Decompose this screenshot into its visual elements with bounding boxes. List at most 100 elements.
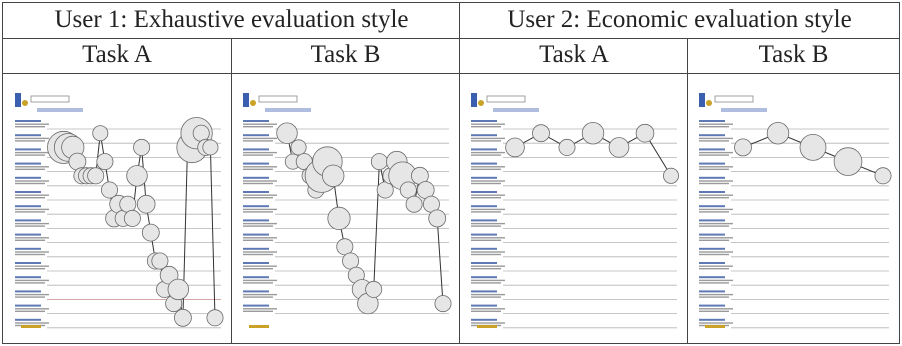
result-title-snippet <box>15 191 41 193</box>
result-body-snippet <box>15 182 45 185</box>
gaze-node <box>370 153 388 171</box>
result-body-snippet <box>15 293 49 296</box>
gaze-node <box>505 137 525 158</box>
result-body-snippet <box>699 222 733 225</box>
result-title-snippet <box>471 219 497 222</box>
result-body-snippet <box>699 211 729 213</box>
result-body-snippet <box>699 180 733 182</box>
result-title-snippet <box>15 219 41 222</box>
result-body-snippet <box>243 222 277 225</box>
result-body-snippet <box>243 308 277 310</box>
gaze-node <box>126 165 148 187</box>
gaze-node <box>173 308 192 327</box>
gaze-node <box>799 134 827 161</box>
gaze-node <box>276 122 298 144</box>
result-title-snippet <box>15 247 41 250</box>
result-body-snippet <box>15 268 45 270</box>
result-title-snippet <box>471 318 497 321</box>
result-body-snippet <box>699 310 729 312</box>
panel-u2-task-a <box>463 79 685 343</box>
result-body-snippet <box>471 279 505 282</box>
logo-mark-icon <box>699 93 705 107</box>
result-title-snippet <box>471 233 497 236</box>
result-body-snippet <box>471 293 505 296</box>
result-title-snippet <box>243 276 269 279</box>
result-body-snippet <box>15 154 45 156</box>
search-tab-bar <box>265 108 311 112</box>
result-title-snippet <box>699 304 725 307</box>
user1-header: User 1: Exhaustive evaluation style <box>54 6 409 33</box>
result-body-snippet <box>471 265 505 267</box>
result-body-snippet <box>243 237 277 239</box>
user2-task-b-header: Task B <box>758 41 829 68</box>
result-title-snippet <box>699 233 725 236</box>
result-title-snippet <box>699 191 725 193</box>
result-body-snippet <box>243 182 273 185</box>
task-divider-user2 <box>687 39 688 343</box>
result-title-snippet <box>15 318 41 321</box>
result-body-snippet <box>15 237 49 239</box>
gaze-node <box>101 181 119 199</box>
result-body-snippet <box>471 154 501 156</box>
result-body-snippet <box>243 137 277 140</box>
result-body-snippet <box>471 208 505 211</box>
gaze-node <box>87 167 105 185</box>
result-title-snippet <box>243 290 269 293</box>
result-body-snippet <box>15 251 49 253</box>
gaze-node <box>766 122 790 145</box>
gaze-node <box>558 138 576 156</box>
result-title-snippet <box>471 148 497 151</box>
result-body-snippet <box>243 140 273 142</box>
result-body-snippet <box>699 282 729 284</box>
subheader-divider <box>3 73 899 74</box>
gaze-node <box>119 195 137 213</box>
user2-header: User 2: Economic evaluation style <box>507 6 852 33</box>
result-body-snippet <box>699 208 733 211</box>
result-body-snippet <box>15 140 45 142</box>
gaze-node <box>635 123 655 143</box>
footer-logo-icon <box>477 325 497 328</box>
gaze-node <box>608 137 630 158</box>
result-body-snippet <box>243 168 273 170</box>
result-body-snippet <box>15 282 45 284</box>
result-body-snippet <box>243 126 273 128</box>
result-title-snippet <box>243 176 269 179</box>
header-divider <box>3 38 899 39</box>
gaze-node <box>399 181 417 199</box>
results-page-u2-task-b <box>699 93 892 329</box>
gaze-node <box>428 209 447 228</box>
result-body-snippet <box>15 168 45 170</box>
result-title-snippet <box>243 134 269 137</box>
result-title-snippet <box>471 304 497 307</box>
logo-dot-icon <box>22 100 28 106</box>
user1-task-b-header: Task B <box>310 41 381 68</box>
result-body-snippet <box>699 166 733 168</box>
result-title-snippet <box>699 205 725 208</box>
search-box <box>258 95 298 103</box>
result-body-snippet <box>699 126 729 128</box>
result-body-snippet <box>471 180 505 182</box>
search-box <box>30 95 70 103</box>
gaze-node <box>167 278 190 301</box>
footer-logo-icon <box>249 325 269 328</box>
gaze-node <box>321 164 345 188</box>
gaze-node <box>581 122 605 145</box>
result-body-snippet <box>15 123 49 125</box>
gaze-node <box>151 252 169 270</box>
result-body-snippet <box>15 194 49 196</box>
gaze-node <box>136 194 156 214</box>
result-title-snippet <box>699 276 725 279</box>
panel-u1-task-b <box>235 79 457 343</box>
result-title-snippet <box>243 191 269 193</box>
result-body-snippet <box>699 237 733 239</box>
result-body-snippet <box>471 168 501 170</box>
gaze-node <box>662 167 679 184</box>
result-title-snippet <box>243 205 269 208</box>
result-body-snippet <box>471 126 501 128</box>
result-title-snippet <box>15 120 41 122</box>
result-title-snippet <box>699 120 725 122</box>
gaze-node <box>141 223 160 242</box>
user2-task-a-header: Task A <box>539 41 609 68</box>
result-body-snippet <box>243 151 277 154</box>
